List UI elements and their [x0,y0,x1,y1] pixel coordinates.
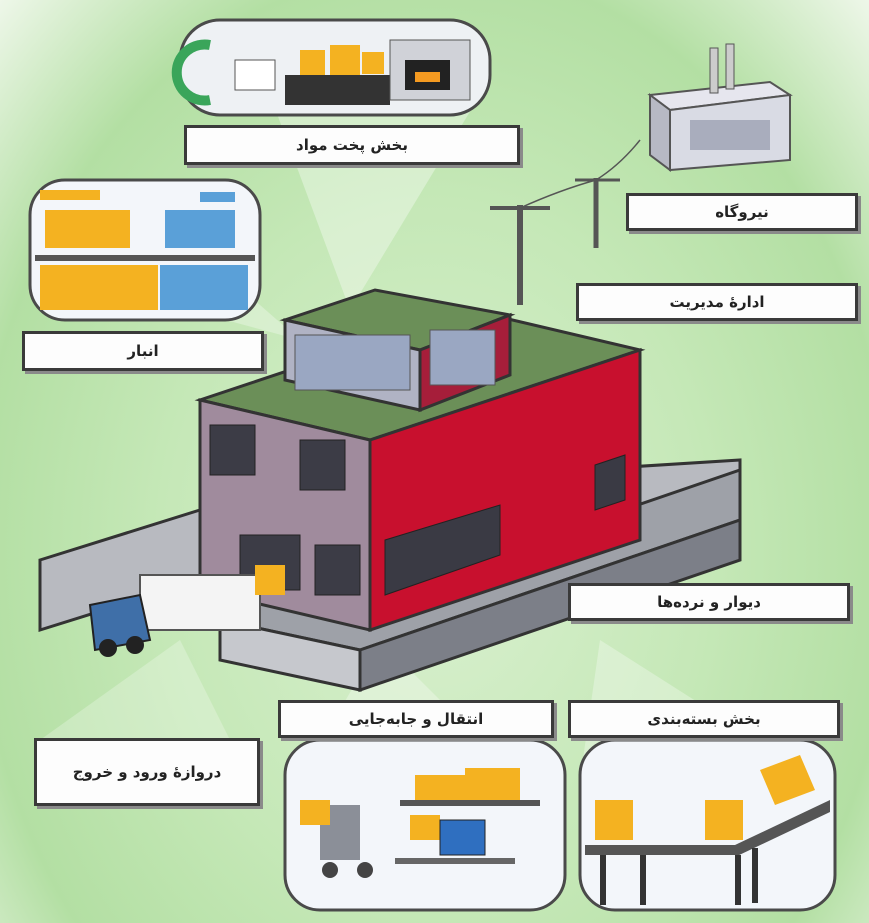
label-power-plant: نیروگاه [626,193,858,231]
warehouse-panel [28,178,262,322]
label-transport: انتقال و جابه‌جایی [278,700,554,738]
label-gateway: دروازهٔ ورود و خروج [34,738,260,806]
power-plant-building [647,43,793,172]
power-poles [490,139,641,305]
packaging-panel [578,738,837,912]
label-packaging: بخش بسته‌بندی [568,700,840,738]
beam-gateway [40,640,230,740]
transport-panel [283,738,567,912]
main-building [194,288,646,633]
label-material-cooking: بخش پخت مواد [184,125,520,165]
truck [88,565,285,657]
label-management: ادارهٔ مدیریت [576,283,858,321]
cooking-panel [171,18,492,117]
label-walls-fences: دیوار و نرده‌ها [568,583,850,621]
label-warehouse: انبار [22,331,264,371]
